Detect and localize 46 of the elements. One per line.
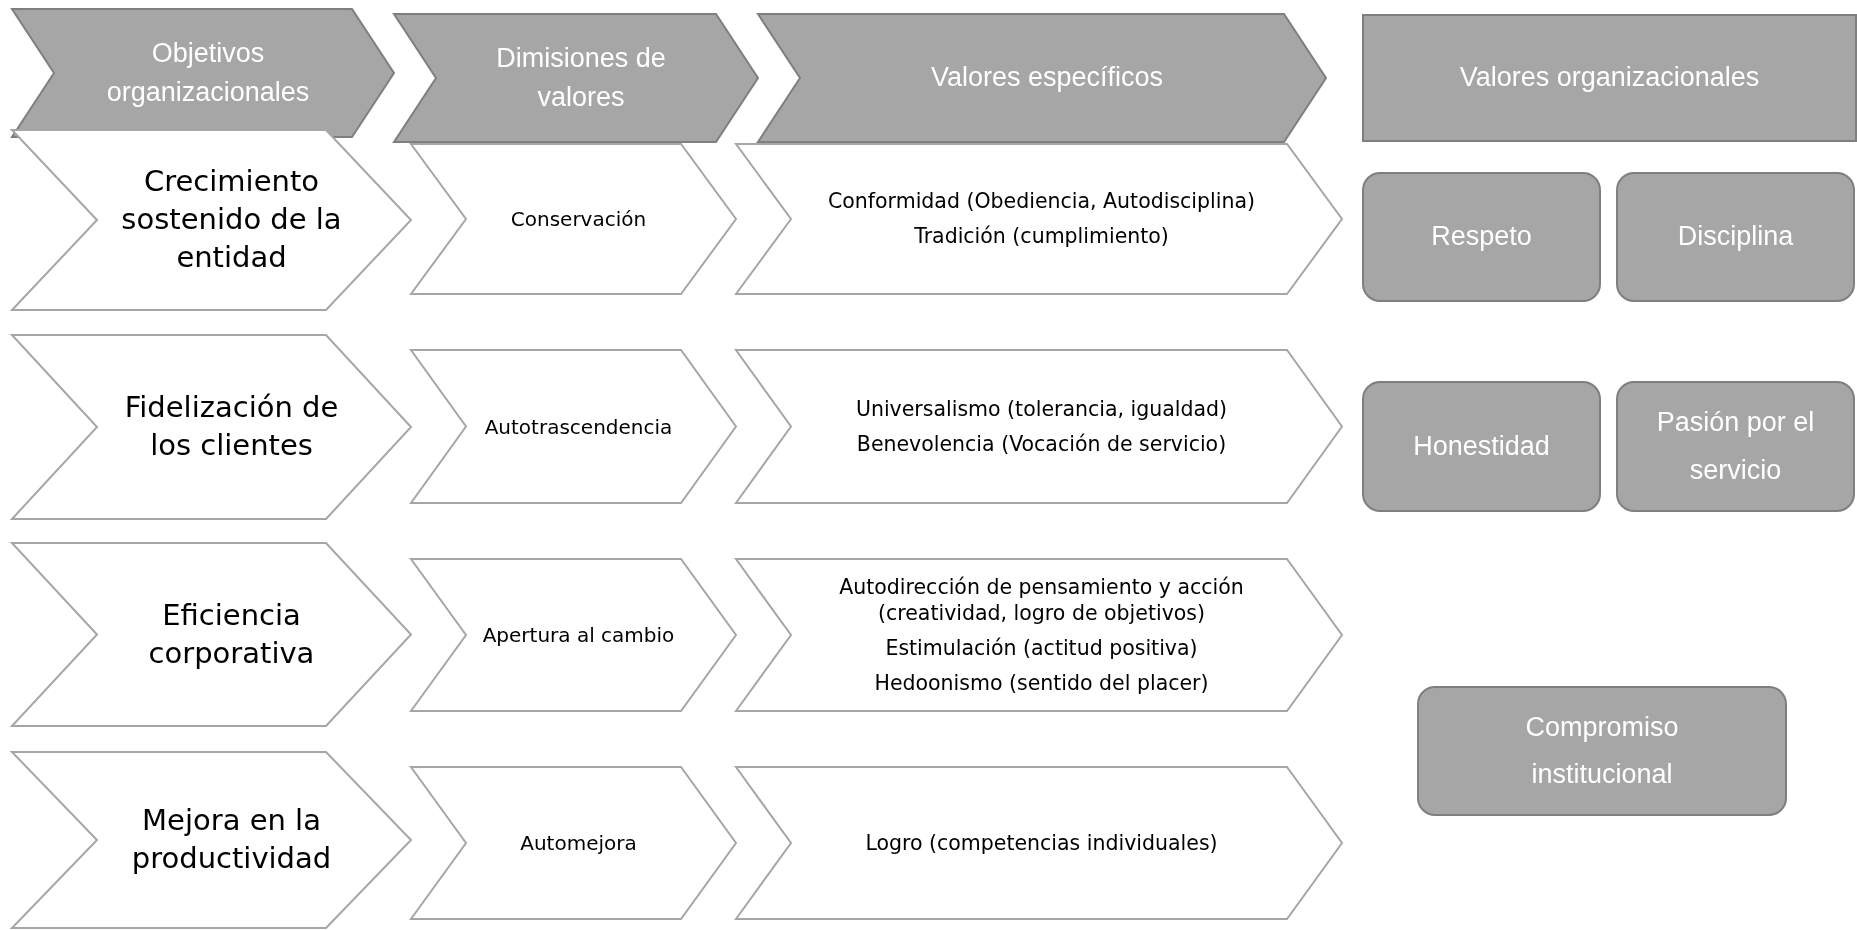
node-label: Mejora en la productividad bbox=[130, 802, 333, 877]
node-label: Apertura al cambio bbox=[482, 622, 675, 648]
node-label: Hedoonismo (sentido del placer) bbox=[874, 669, 1209, 697]
value-box bbox=[1417, 686, 1787, 816]
node-label: Objetivos organizacionales bbox=[105, 36, 311, 109]
node-label: Benevolencia (Vocación de servicio) bbox=[856, 430, 1227, 458]
chevron-shape bbox=[12, 335, 411, 519]
node-label: Valores organizacionales bbox=[1459, 61, 1760, 95]
node-label: Autodirección de pensamiento y acción (creatividad, logro de objetivos) bbox=[838, 573, 1245, 627]
header-box bbox=[1362, 14, 1857, 142]
chevron-shape bbox=[12, 130, 411, 310]
chevron-shape bbox=[736, 767, 1342, 919]
node-label: Valores específicos bbox=[930, 61, 1164, 95]
node-label: Estimulación (actitud positiva) bbox=[885, 635, 1198, 662]
column-header bbox=[12, 9, 394, 137]
node-label: Eficiencia corporativa bbox=[147, 596, 316, 672]
chevron-shape bbox=[12, 543, 411, 726]
value-box bbox=[1616, 381, 1855, 512]
chevron-shape bbox=[411, 767, 736, 919]
node-label: Disciplina bbox=[1677, 220, 1794, 254]
node-label: Universalismo (tolerancia, igualdad) bbox=[855, 395, 1228, 423]
column-header bbox=[394, 14, 758, 142]
node-label: Dimisiones de valores bbox=[495, 41, 667, 114]
chevron-shape bbox=[736, 144, 1342, 294]
node-label: Honestidad bbox=[1413, 429, 1550, 463]
value-box bbox=[1362, 172, 1601, 302]
chevron-shape bbox=[736, 559, 1342, 711]
chevron-shape bbox=[411, 144, 736, 294]
node-label: Crecimiento sostenido de la entidad bbox=[120, 163, 343, 276]
node-label: Pasión por el servicio bbox=[1656, 406, 1815, 487]
node-label: Respeto bbox=[1431, 220, 1532, 254]
node-label: Tradición (cumplimiento) bbox=[914, 223, 1169, 250]
node-label: Conservación bbox=[510, 206, 647, 232]
chevron-shape bbox=[12, 752, 411, 928]
node-label: Autotrascendencia bbox=[484, 413, 673, 440]
node-label: Automejora bbox=[520, 830, 637, 856]
value-box bbox=[1616, 172, 1855, 302]
node-label: Fidelización de los clientes bbox=[123, 389, 340, 464]
node-label: Compromiso institucional bbox=[1524, 710, 1680, 791]
chevron-shape bbox=[411, 350, 736, 503]
column-header bbox=[758, 14, 1326, 142]
value-box bbox=[1362, 381, 1601, 512]
node-label: Logro (competencias individuales) bbox=[865, 829, 1218, 857]
chevron-shape bbox=[736, 350, 1342, 503]
node-label: Conformidad (Obediencia, Autodisciplina) bbox=[828, 188, 1255, 215]
chevron-shape bbox=[411, 559, 736, 711]
